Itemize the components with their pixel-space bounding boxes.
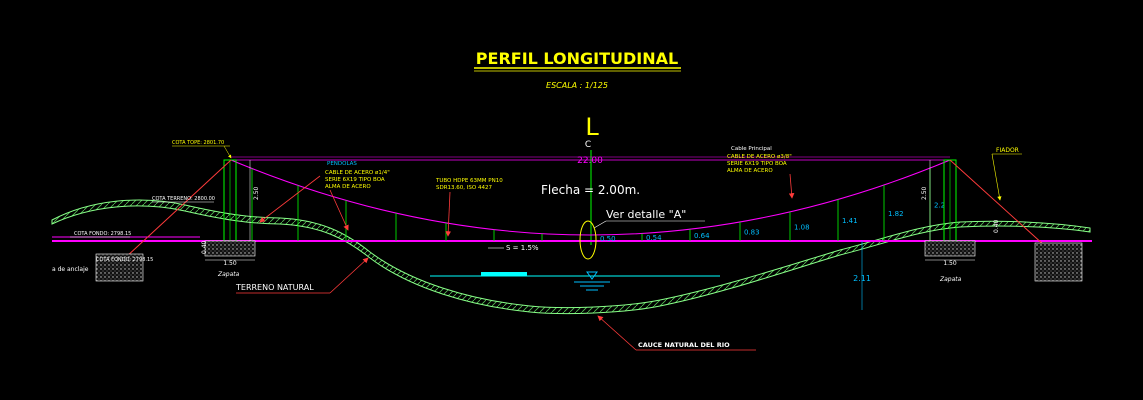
centerline-sub: C (585, 140, 591, 150)
anchor-block-right (1034, 242, 1083, 282)
water-level-bar (481, 272, 527, 276)
footing-left (204, 240, 256, 257)
hanger-height-label: 0.64 (694, 232, 710, 240)
tubo-line-1: TUBO HDPE 63MM PN10 (435, 178, 503, 184)
tower-right-height: 2.50 (921, 186, 928, 200)
cota-tope-arrow (223, 145, 232, 159)
cable-principal-line-2: CABLE DE ACERO ø3/8" (727, 154, 792, 160)
anchor-block-left (95, 253, 144, 282)
hanger-height-label: 1.41 (842, 217, 858, 225)
zapata-right-label: Zapata (939, 276, 962, 283)
depth-left: 0.40 (201, 240, 208, 254)
centerline-symbol: L (585, 113, 599, 141)
hanger-height-label: 2.2 (934, 202, 945, 210)
backstay-left (124, 159, 232, 259)
drawing-scale: ESCALA : 1/125 (546, 81, 608, 90)
pendolas-line-2: CABLE DE ACERO ø1/4" (325, 170, 390, 176)
footing-left-width: 1.50 (223, 260, 237, 267)
drawing-title: PERFIL LONGITUDINAL (476, 49, 678, 68)
terreno-natural-leader (329, 257, 369, 294)
fiador-label: FIADOR (996, 147, 1019, 154)
pendolas-line-4: ALMA DE ACERO (325, 184, 371, 190)
cota-fondo2-label: COTA FONDO: 2798.15 (96, 257, 153, 263)
zapata-left-label: Zapata (217, 271, 240, 278)
hanger-height-label: 0.83 (744, 229, 760, 237)
tubo-leader (445, 191, 452, 237)
span-dimension: 22.00 (577, 156, 603, 166)
water-symbol (574, 271, 610, 291)
hanger-height-label: 0.50 (600, 235, 616, 243)
pendolas-line-3: SERIE 6X19 TIPO BOA (325, 177, 385, 183)
cable-principal-leader (788, 173, 795, 199)
detail-ref-label: Ver detalle "A" (606, 208, 686, 221)
cable-principal-line-3: SERIE 6X19 TIPO BOA (727, 161, 787, 167)
cota-fondo-label: COTA FONDO: 2798.15 (74, 231, 131, 237)
cable-principal-line-1: Cable Principal (731, 146, 772, 152)
pendolas-line-1: PENDOLAS (327, 161, 357, 167)
hanger-height-label: 1.08 (794, 223, 810, 231)
main-cable (230, 159, 951, 236)
tower-left-height: 2.50 (253, 186, 260, 200)
cauce-label: CAUCE NATURAL DEL RIO (638, 341, 730, 349)
backstay-right (949, 159, 1056, 256)
hanger-height-label: 0.54 (646, 234, 662, 242)
pier-height: 2.11 (853, 274, 871, 283)
pendolas-leader-1 (259, 175, 321, 223)
slope-label: S = 1.5% (506, 244, 539, 252)
cable-principal-line-4: ALMA DE ACERO (727, 168, 773, 174)
detail-a-circle (579, 220, 597, 260)
hanger-height-label: 1.82 (888, 210, 904, 218)
footing-right (924, 240, 976, 257)
cauce-leader (597, 315, 637, 351)
fiador-leader (991, 153, 1002, 201)
terrain-natural (51, 199, 1091, 315)
tubo-line-2: SDR13.60, ISO 4427 (436, 185, 492, 191)
pendolas-leader-2 (329, 189, 349, 231)
terreno-natural-label: TERRENO NATURAL (235, 283, 314, 292)
detail-ref-leader (593, 220, 607, 229)
sag-label: Flecha = 2.00m. (541, 183, 640, 197)
cota-terreno-label: COTA TERRENO: 2800.00 (152, 196, 215, 202)
anclaje-label: a de anclaje (52, 266, 89, 273)
footing-right-width: 1.50 (943, 260, 957, 267)
depth-right: 0.40 (993, 219, 1000, 233)
cota-tope-label: COTA TOPE: 2801.70 (172, 140, 224, 146)
